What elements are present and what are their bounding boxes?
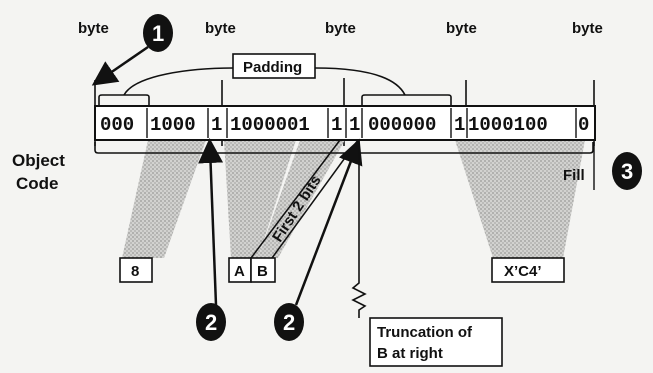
padding-bracket-left <box>123 67 234 96</box>
svg-text:1: 1 <box>152 21 164 46</box>
bit-group-2: 1000 <box>150 114 196 136</box>
truncation-label-line1: Truncation of <box>377 324 473 341</box>
fill-label: Fill <box>563 167 585 184</box>
byte-label-4: byte <box>446 20 477 37</box>
bit-group-4: 1000001 <box>230 114 310 136</box>
callout-2-right-arrow <box>294 138 363 306</box>
callout-2-left-arrow <box>198 138 224 306</box>
svg-text:3: 3 <box>621 159 633 184</box>
bit-group-1: 000 <box>100 114 134 136</box>
object-code-label-line2: Code <box>16 174 59 193</box>
bit-group-8: 1 <box>454 114 465 136</box>
callout-3: 3 <box>612 152 642 190</box>
bit-group-dividers <box>146 108 577 138</box>
bit-string-box <box>94 105 596 141</box>
truncation-box <box>369 317 503 367</box>
padding-label: Padding <box>243 59 302 76</box>
svg-text:2: 2 <box>283 310 295 335</box>
byte-label-2: byte <box>205 20 236 37</box>
bit-group-5: 1 <box>331 114 342 136</box>
truncation-line <box>351 140 367 318</box>
value-xc4-label: X’C4’ <box>504 263 542 280</box>
object-code-label-line1: Object <box>12 151 65 170</box>
bit-group-10: 0 <box>578 114 589 136</box>
padding-brace-1 <box>98 94 150 105</box>
shaded-projections <box>122 140 585 258</box>
callout-1: 1 <box>143 14 173 52</box>
truncation-label-line2: B at right <box>377 345 443 362</box>
padding-bracket-right <box>314 67 406 96</box>
byte-label-1: byte <box>78 20 109 37</box>
value-box-b <box>250 257 276 283</box>
first-bits-line-1 <box>250 139 341 259</box>
value-box-xc4 <box>491 257 565 283</box>
bit-group-7: 000000 <box>368 114 436 136</box>
value-a-label: A <box>234 263 245 280</box>
svg-text:2: 2 <box>205 310 217 335</box>
padding-box <box>232 53 316 79</box>
bit-group-9: 1000100 <box>468 114 548 136</box>
callout-1-arrow <box>91 45 149 86</box>
value-box-8 <box>119 257 153 283</box>
value-b-label: B <box>257 263 268 280</box>
bit-group-6: 1 <box>349 114 360 136</box>
byte-label-5: byte <box>572 20 603 37</box>
callout-2-left: 2 <box>196 303 226 341</box>
value-8-label: 8 <box>131 263 139 280</box>
callout-2-right: 2 <box>274 303 304 341</box>
byte-label-3: byte <box>325 20 356 37</box>
bit-group-3: 1 <box>211 114 222 136</box>
padding-brace-2 <box>361 94 452 105</box>
